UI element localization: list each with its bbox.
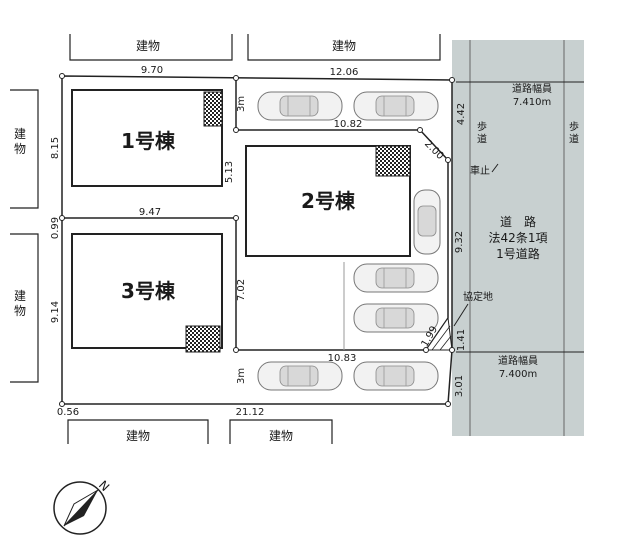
dim-702: 7.02 (236, 279, 247, 301)
dim-mid-width: 9.47 (139, 207, 161, 218)
neighbor-label-bottom-left: 建物 (126, 429, 150, 443)
dim-right-932: 9.32 (454, 231, 465, 253)
road-width-value-top: 7.410m (513, 97, 551, 108)
car-7 (353, 361, 439, 391)
dim-top-left-width: 9.70 (141, 65, 163, 76)
dim-lot2-top: 10.82 (334, 119, 363, 130)
building-1-label: 1号棟 (121, 129, 176, 153)
car-6 (257, 361, 343, 391)
neighbor-label-top-left: 建物 (136, 39, 160, 53)
neighbor-label-top-right: 建物 (332, 39, 356, 53)
road-label-line1: 道 路 (500, 214, 536, 229)
neighbor-label-left-upper: 建物 (14, 127, 26, 156)
dim-lot-bottom: 10.83 (328, 353, 357, 364)
sidewalk-label-right: 歩道 (569, 120, 579, 146)
neighbor-bracket-bottom-right (229, 419, 333, 444)
compass-icon: N (53, 478, 112, 535)
dim-right-442: 4.42 (456, 103, 467, 125)
dim-lot2-diag: 2.00 (422, 138, 446, 162)
boundary-markers (59, 73, 455, 407)
agreement-land-label: 協定地 (463, 290, 493, 303)
dim-corner-141: 1.41 (456, 329, 467, 351)
agreement-land-area (425, 316, 453, 351)
neighbor-bracket-left-lower (10, 233, 39, 383)
dim-lot1-depth: 8.15 (50, 137, 61, 159)
road-width-label-bottom: 道路幅員 (498, 354, 538, 367)
dim-top-right-width: 12.06 (330, 67, 359, 78)
neighbor-bracket-top-left (69, 34, 233, 61)
neighbor-label-bottom-right: 建物 (269, 429, 293, 443)
neighbor-left-lower-text: 建物 (14, 289, 26, 318)
neighbor-bracket-left-upper (10, 89, 39, 209)
building-3-stair (185, 325, 221, 353)
site-outline (61, 75, 453, 405)
dim-bottom-2112: 21.12 (236, 407, 265, 418)
dim-bottom-056: 0.56 (57, 407, 79, 418)
building-3-label: 3号棟 (121, 279, 176, 303)
road-area (452, 40, 584, 436)
car-5 (353, 303, 439, 333)
neighbor-left-upper-text: 建物 (14, 127, 26, 156)
agreement-leader (453, 303, 469, 327)
dim-bottom-301: 3.01 (454, 375, 465, 397)
building-2-label: 2号棟 (301, 189, 356, 213)
road-label-line3: 1号道路 (496, 246, 540, 261)
dim-setback-top: 3m (236, 96, 247, 112)
dim-gap-099: 0.99 (50, 217, 61, 239)
car-1 (257, 91, 343, 121)
building-1 (71, 89, 223, 187)
building-1-stair (203, 91, 223, 127)
car-2 (353, 91, 439, 121)
compass-letter: N (96, 478, 112, 494)
stop-leader (491, 163, 499, 173)
car-4 (353, 263, 439, 293)
road-label-line2: 法42条1項 (489, 231, 548, 245)
road-width-value-bottom: 7.400m (499, 369, 537, 380)
neighbor-label-left-lower: 建物 (14, 289, 26, 318)
car-3 (413, 189, 441, 255)
agreement-hatch-2 (439, 335, 452, 351)
building-2-stair (375, 145, 411, 177)
agreement-hatch (431, 325, 451, 351)
neighbor-bracket-bottom-left (67, 419, 209, 444)
dim-lot3-depth: 9.14 (50, 301, 61, 323)
dim-setback-bottom: 3m (236, 368, 247, 384)
neighbor-bracket-top-right (247, 34, 441, 61)
dim-lot2-left: 5.13 (224, 161, 235, 183)
sidewalk-label-left: 歩道 (477, 120, 487, 146)
road-width-label-top: 道路幅員 (512, 82, 552, 95)
stop-label: 車止 (470, 164, 490, 177)
